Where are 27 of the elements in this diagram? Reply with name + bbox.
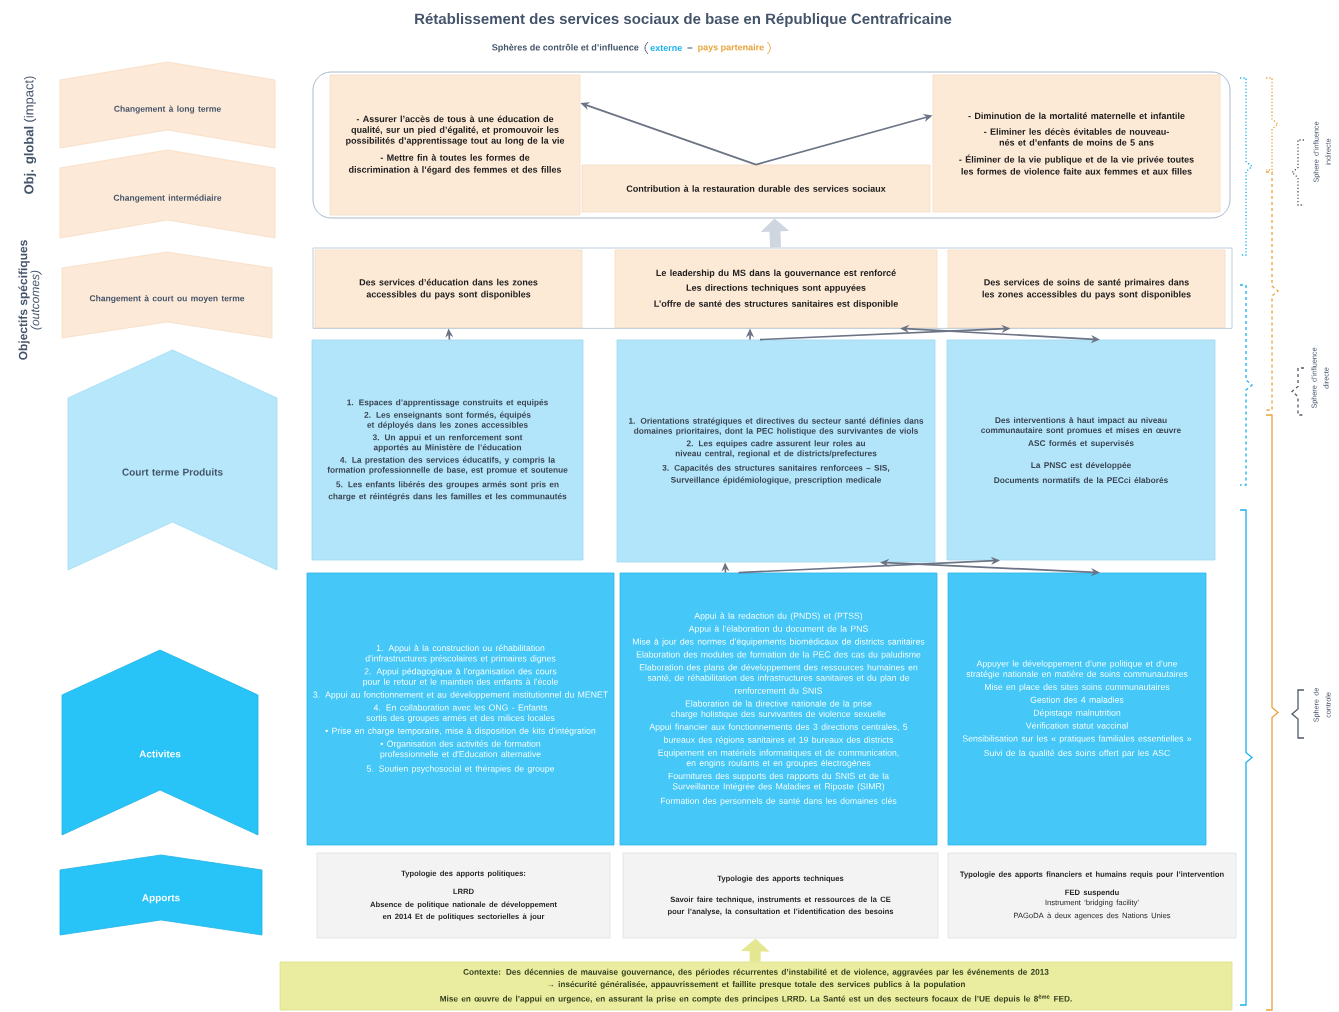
side-label: Obj. global (impact)	[23, 76, 37, 194]
output-box: 1. Orientations stratégiques et directives du secteur santé définies dans domaines prioritaires, dont la PEC holistique des survivantes de viols 2. Les equipes cadre assurent leur roles au niveau central, regional et de districts/prefectures 3. Capacités des structures sanitaires renforcees – SIS, Surveillance épidémiologique, prescription medicale	[616, 339, 936, 563]
subtitle: Sphères de contrôle et d’influence	[492, 43, 639, 53]
impact-box: Contribution à la restauration durable des services sociaux	[581, 164, 931, 213]
side-label: Objectifs spécifiques (outcomes)	[18, 240, 42, 360]
context-box: Contexte: Des décennies de mauvaise gouvernance, des périodes récurrentes d’instabilité et de violence, aggravées par les événements de 2013 → insécurité généralisée, appauvrissement et faillite presque totale des services publics à la population Mise en œuvre de l’appui en urgence, en assurant la prise en compte des principes LRRD. La Santé est un des secteurs focaux de l’UE depuis le 8$^{ème}$ FED.	[279, 961, 1233, 1011]
impact-box: - Assurer l’accès de tous à une éducation de qualité, sur un pied d’égalité, et promouvoir les possibilités d’apprentissage tout au long de la vie - Mettre fin à toutes les formes de discrimination à l’égard des femmes et des filles	[329, 74, 581, 216]
output-box: Des interventions à haut impact au niveau communautaire sont promues et mises en œuvre ASC formés et supervisés La PNSC est développée Documents normatifs de la PECci élaborés	[946, 339, 1216, 561]
chevron-label: Activites	[61, 649, 259, 836]
impact-box: - Diminution de la mortalité maternelle et infantile - Eliminer les décès évitables de nouveau-nés et d’enfants de moins de 5 ans - Éliminer de la vie publique et de la vie privée toutes les formes de violence faite aux femmes et aux filles	[932, 74, 1221, 213]
chevron-label: Apports	[59, 854, 263, 936]
chevron-label: Changement intermédiaire	[59, 149, 276, 239]
legend-text: pays partenaire	[698, 43, 764, 53]
outcome-box: Le leadership du MS dans la gouvernance est renforcé Les directions techniques sont appuyées L’offre de santé des structures sanitaires est disponible	[614, 249, 938, 329]
outcome-box: Des services d’éducation dans les zones accessibles du pays sont disponibles	[314, 249, 583, 329]
output-box: 1. Espaces d’apprentissage construits et equipés 2. Les enseignants sont formés, équipés et déployés dans les zones accessibles 3. Un appui et un renforcement sont apportés au Ministère de l’éducation 4. La prestation des services éducatifs, y compris la formation professionnelle de base, est promue et soutenue 5. Les enfants libérés des groupes armés sont pris en charge et réintégrés dans les familles et les communautés	[311, 339, 584, 561]
legend-text: externe	[650, 45, 682, 51]
group-frame	[312, 71, 1231, 219]
activity-box: 1. Appui à la construction ou réhabilitation d'infrastructures préscolaires et primaires dignes 2. Appui pédagogique à l'organisation des cours pour le retour et le maintien des enfants à l'école 3. Appui au fonctionnement et au développement institutionnel du MENET 4. En collaboration avec les ONG - Enfants sortis des groupes armés et des milices locales • Prise en charge temporaire, mise à disposition de kits d'intégration • Organisation des activités de formation professionnelle et d'Education alternative 5. Soutien psychosocial et thérapies de groupe	[306, 572, 615, 846]
outcome-box: Des services de soins de santé primaires dans les zones accessibles du pays sont disponibles	[947, 249, 1226, 329]
activity-box: Appuyer le développement d’une politique et d’une stratégie nationale en matière de soins communautaires Mise en place des sites soins communautaires Gestion des 4 maladies Dépistage malnutrition Vérification statut vaccinal Sensibilisation sur les « pratiques familiales essentielles » Suivi de la qualité des soins offert par les ASC	[947, 572, 1207, 846]
chevron-label: Changement à long terme	[59, 61, 276, 149]
group-frame	[312, 247, 1233, 329]
title: Rétablissement des services sociaux de base en République Centrafricaine	[415, 12, 952, 28]
chevron-label: Court terme Produits	[67, 349, 278, 571]
chevron-label: Changement à court ou moyen terme	[61, 251, 273, 339]
activity-box: Appui à la redaction du (PNDS) et (PTSS) Appui à l’élaboration du document de la PNS Mise à jour des normes d’équipements biomédicaux de districts sanitaires Elaboration des modules de formation de la PEC des cas du paludisme Elaboration des plans de développement des ressources humaines en santé, de réhabilitation des infrastructures sanitaires et du plan de renforcement du SNIS Elaboration de la directive nationale de la prise charge holistique des survivantes de violence sexuelle Appui financier aux fonctionnements des 3 directions centrales, 5 bureaux des régions sanitaires et 19 bureaux des districts Equipement en matériels informatiques et de communication, en engins roulants et en groupes électrogènes Fournitures des supports des rapports du SNIS et de la Surveillance Intégrée des Maladies et Riposte (SIMR) Formation des personnels de santé dans les domaines clés	[619, 572, 938, 846]
